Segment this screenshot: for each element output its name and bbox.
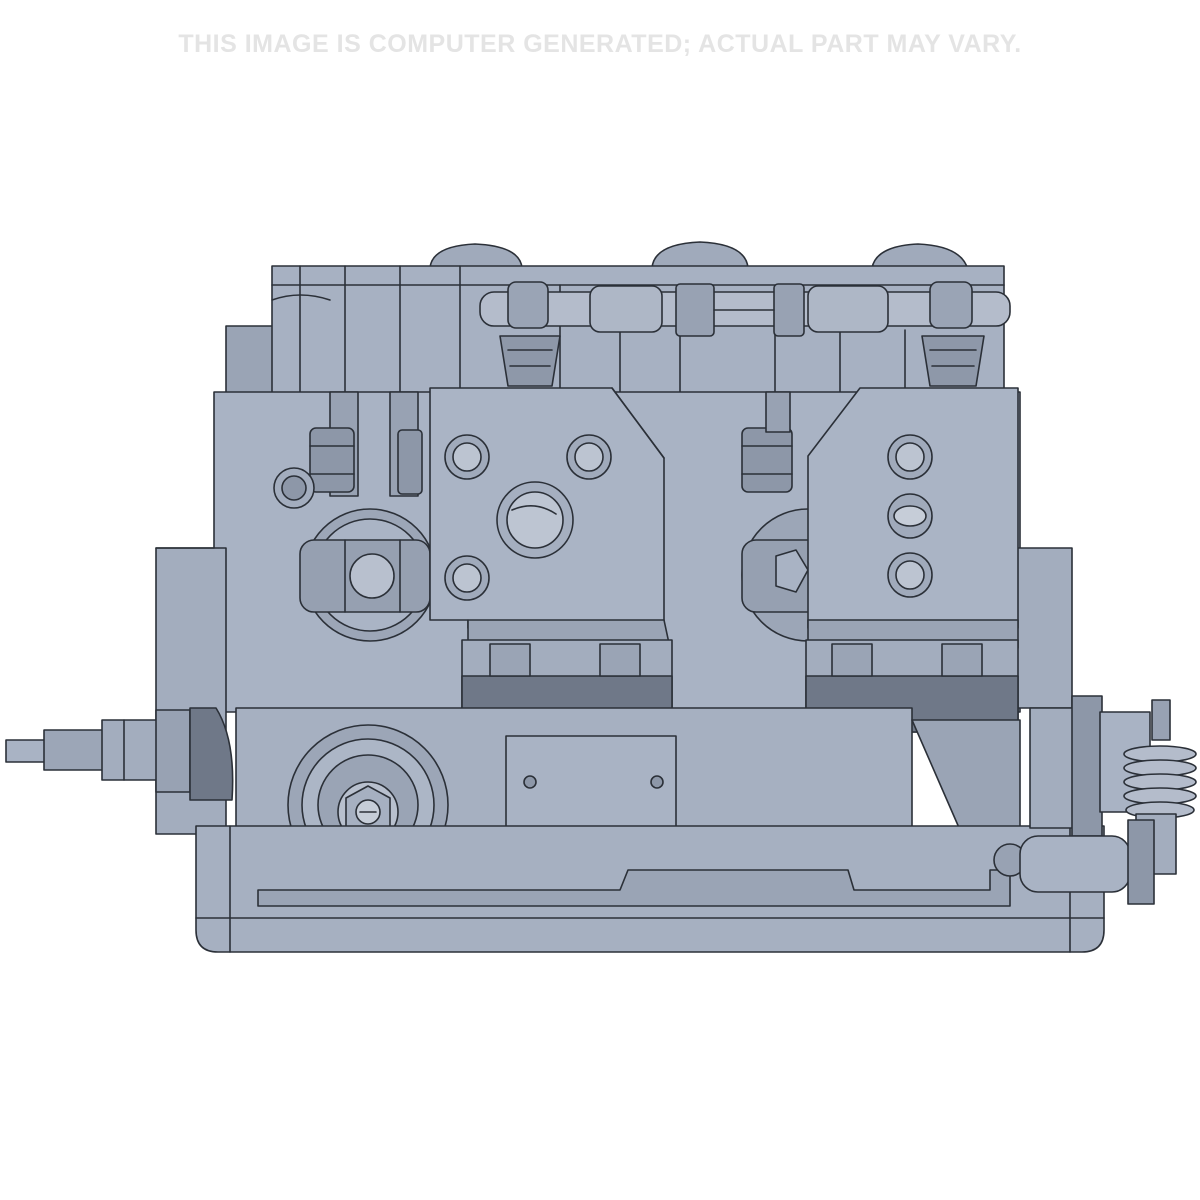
linkage-rod	[479, 281, 1011, 387]
left-adjuster-nuts	[273, 391, 423, 509]
screw-icon	[444, 555, 490, 601]
spring-icon	[1123, 745, 1197, 819]
center-cover-plate	[505, 735, 677, 835]
right-spring-fitting	[993, 695, 1197, 905]
screw-icon	[887, 552, 933, 598]
base-frame	[195, 825, 1105, 953]
port-icon	[887, 493, 933, 539]
left-input-shaft	[5, 707, 234, 801]
left-bracket-plate	[429, 387, 671, 649]
left-hex-fitting	[299, 508, 437, 642]
screw-icon	[444, 434, 490, 480]
right-bracket-plate	[807, 387, 1019, 649]
computer-generated-disclaimer: THIS IMAGE IS COMPUTER GENERATED; ACTUAL…	[178, 30, 1022, 58]
screw-icon	[566, 434, 612, 480]
screw-icon	[887, 434, 933, 480]
